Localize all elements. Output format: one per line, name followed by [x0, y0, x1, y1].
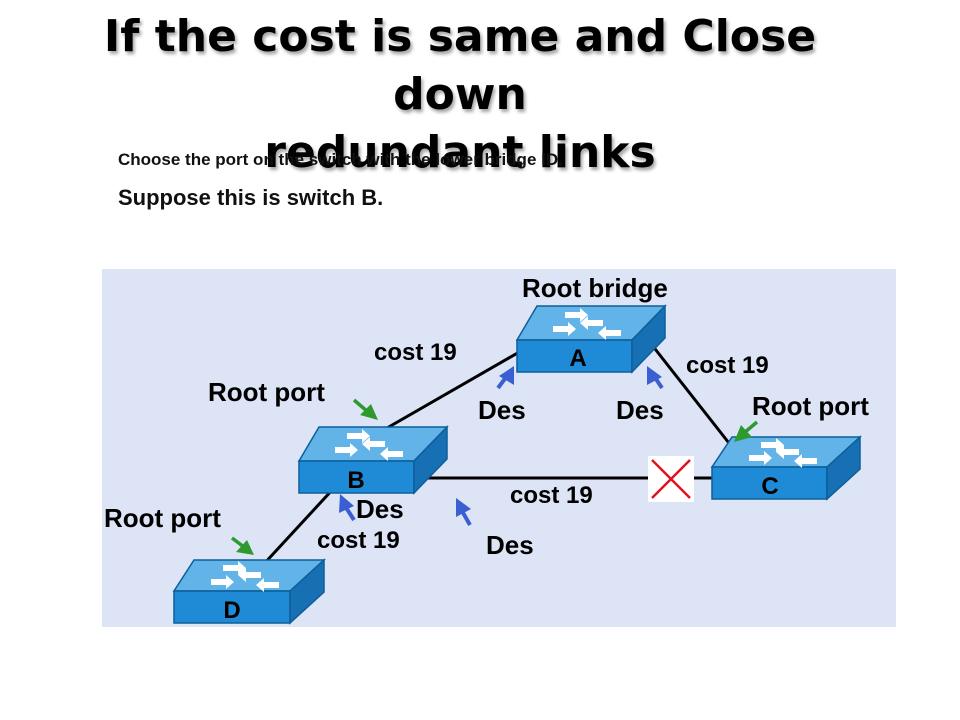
link-a-b: [386, 345, 529, 430]
des-label-a-left: Des: [478, 395, 526, 425]
des-label-a-right: Des: [616, 395, 664, 425]
root-port-label-d: Root port: [104, 503, 221, 533]
link-a-c: [646, 339, 738, 453]
root-port-label-b: Root port: [208, 377, 325, 407]
subtitle-rule: Choose the port on the switch with the l…: [118, 150, 563, 169]
switch-c-label: C: [761, 473, 778, 500]
des-arrow-b-right: [456, 498, 472, 526]
subtitle-assumption: Suppose this is switch B.: [118, 185, 384, 210]
des-arrow-b-lower: [339, 494, 356, 522]
root-bridge-label: Root bridge: [522, 273, 668, 303]
cost-b-d-label: cost 19: [317, 527, 400, 554]
des-label-b-lower: Des: [356, 494, 404, 524]
des-label-b-right: Des: [486, 530, 534, 560]
switch-a-label: A: [569, 345, 586, 372]
des-arrow-a-left: [496, 366, 514, 390]
title-line-1: If the cost is same and Close down: [103, 11, 817, 120]
link-b-d: [260, 486, 336, 568]
switch-c: C: [710, 435, 862, 501]
root-port-arrow-d: [230, 536, 254, 555]
root-port-arrow-b: [352, 398, 378, 420]
cost-a-c-label: cost 19: [686, 352, 769, 379]
switch-d: D: [172, 558, 326, 625]
root-port-label-c: Root port: [752, 391, 869, 421]
des-arrow-a-right: [647, 366, 664, 390]
switch-d-label: D: [223, 597, 240, 624]
root-port-arrow-c: [734, 420, 759, 442]
switch-b: B: [297, 425, 449, 495]
slide-title: If the cost is same and Close down redun…: [30, 8, 890, 182]
switch-a: A: [515, 304, 667, 374]
cost-b-c-label: cost 19: [510, 482, 593, 509]
title-line-2: redundant links: [264, 127, 656, 178]
switch-b-label: B: [347, 467, 364, 494]
blocked-port-mark: [648, 456, 694, 502]
cost-a-b-label: cost 19: [374, 339, 457, 366]
